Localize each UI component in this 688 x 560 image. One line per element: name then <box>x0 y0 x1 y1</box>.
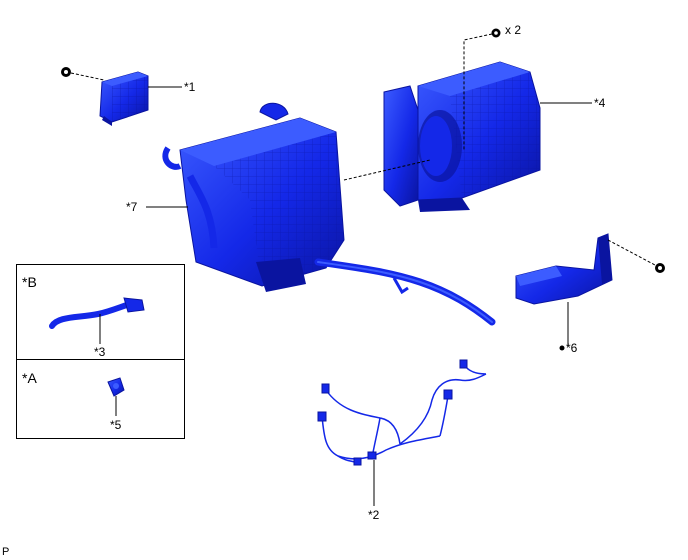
part-1-screw-icon <box>61 67 71 77</box>
bullet-dot <box>559 345 565 351</box>
callout-4: *4 <box>594 96 606 110</box>
callout-1: *1 <box>184 80 196 94</box>
quantity-label: x 2 <box>505 23 522 37</box>
callout-3: *3 <box>94 345 106 359</box>
inset-box-a <box>16 359 185 439</box>
part-1-controller <box>99 71 149 126</box>
callout-2: *2 <box>368 508 380 522</box>
callout-7: *7 <box>126 200 138 214</box>
part-2-wire-harness <box>321 363 487 463</box>
harness-connectors <box>317 359 468 466</box>
inset-label-a: *A <box>22 370 37 386</box>
inset-label-b: *B <box>22 274 37 290</box>
part-7-main-unit <box>162 102 496 326</box>
part-6-screw-icon <box>655 263 665 273</box>
footer-code: P <box>2 546 10 558</box>
callout-5: *5 <box>110 418 122 432</box>
part-4-screw-icon <box>491 28 501 38</box>
dashed-leader <box>607 239 656 266</box>
callout-6: *6 <box>566 341 578 355</box>
part-6-duct <box>515 233 613 305</box>
part-3-hose <box>49 297 145 329</box>
dashed-leader <box>463 33 493 150</box>
part-4-blower-unit <box>383 61 541 212</box>
dashed-leader <box>70 72 105 81</box>
part-5-clip <box>107 377 125 397</box>
